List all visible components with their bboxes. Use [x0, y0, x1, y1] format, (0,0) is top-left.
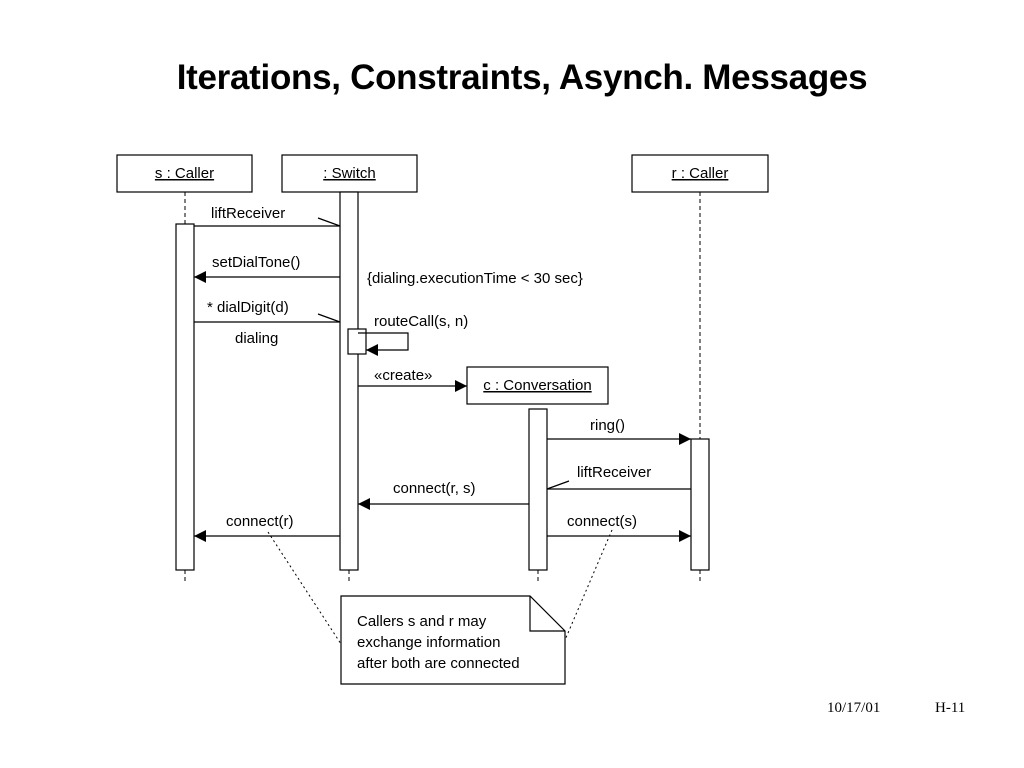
message-dial-digit-head — [317, 313, 341, 323]
object-s-caller: s : Caller — [116, 154, 253, 193]
activation-s-caller — [175, 223, 195, 571]
object-conversation: c : Conversation — [466, 366, 609, 405]
activation-switch-nested — [347, 328, 367, 355]
message-lift-receiver-1-label: liftReceiver — [211, 205, 285, 222]
note-line-1: Callers s and r may — [357, 613, 487, 630]
note-connector-right — [564, 529, 613, 641]
note: Callers s and r may exchange information… — [340, 595, 566, 685]
activation-switch — [339, 191, 359, 571]
message-dial-digit-label: * dialDigit(d) — [207, 299, 289, 316]
message-route-call-line — [358, 332, 409, 356]
message-lift-receiver-1-head — [317, 217, 341, 227]
message-lift-receiver-2-head — [546, 480, 570, 490]
slide-title: Iterations, Constraints, Asynch. Message… — [176, 58, 868, 97]
note-connector-left — [267, 531, 342, 645]
object-conversation-label: c : Conversation — [483, 377, 591, 394]
footer-date: 10/17/01 — [827, 700, 881, 716]
message-dialing-label: dialing — [235, 330, 278, 347]
lifelines — [184, 192, 701, 582]
footer-page-number: H-11 — [935, 700, 966, 716]
object-s-caller-label: s : Caller — [155, 165, 214, 182]
message-connect-r-label: connect(r) — [226, 513, 294, 530]
object-switch-label: : Switch — [323, 165, 376, 182]
message-create-label: «create» — [374, 367, 432, 384]
activation-conversation — [528, 408, 548, 571]
note-line-3: after both are connected — [357, 655, 520, 672]
object-switch: : Switch — [281, 154, 418, 193]
message-lift-receiver-2-label: liftReceiver — [577, 464, 651, 481]
message-connect-rs-label: connect(r, s) — [393, 480, 476, 497]
object-r-caller-label: r : Caller — [672, 165, 729, 182]
message-set-dial-tone-label: setDialTone() — [212, 254, 300, 271]
message-ring-label: ring() — [590, 417, 625, 434]
activation-r-caller — [690, 438, 710, 571]
message-connect-s-label: connect(s) — [567, 513, 637, 530]
message-route-call-label: routeCall(s, n) — [374, 313, 468, 330]
constraint-label: {dialing.executionTime < 30 sec} — [367, 270, 583, 287]
note-line-2: exchange information — [357, 634, 500, 651]
object-r-caller: r : Caller — [631, 154, 769, 193]
